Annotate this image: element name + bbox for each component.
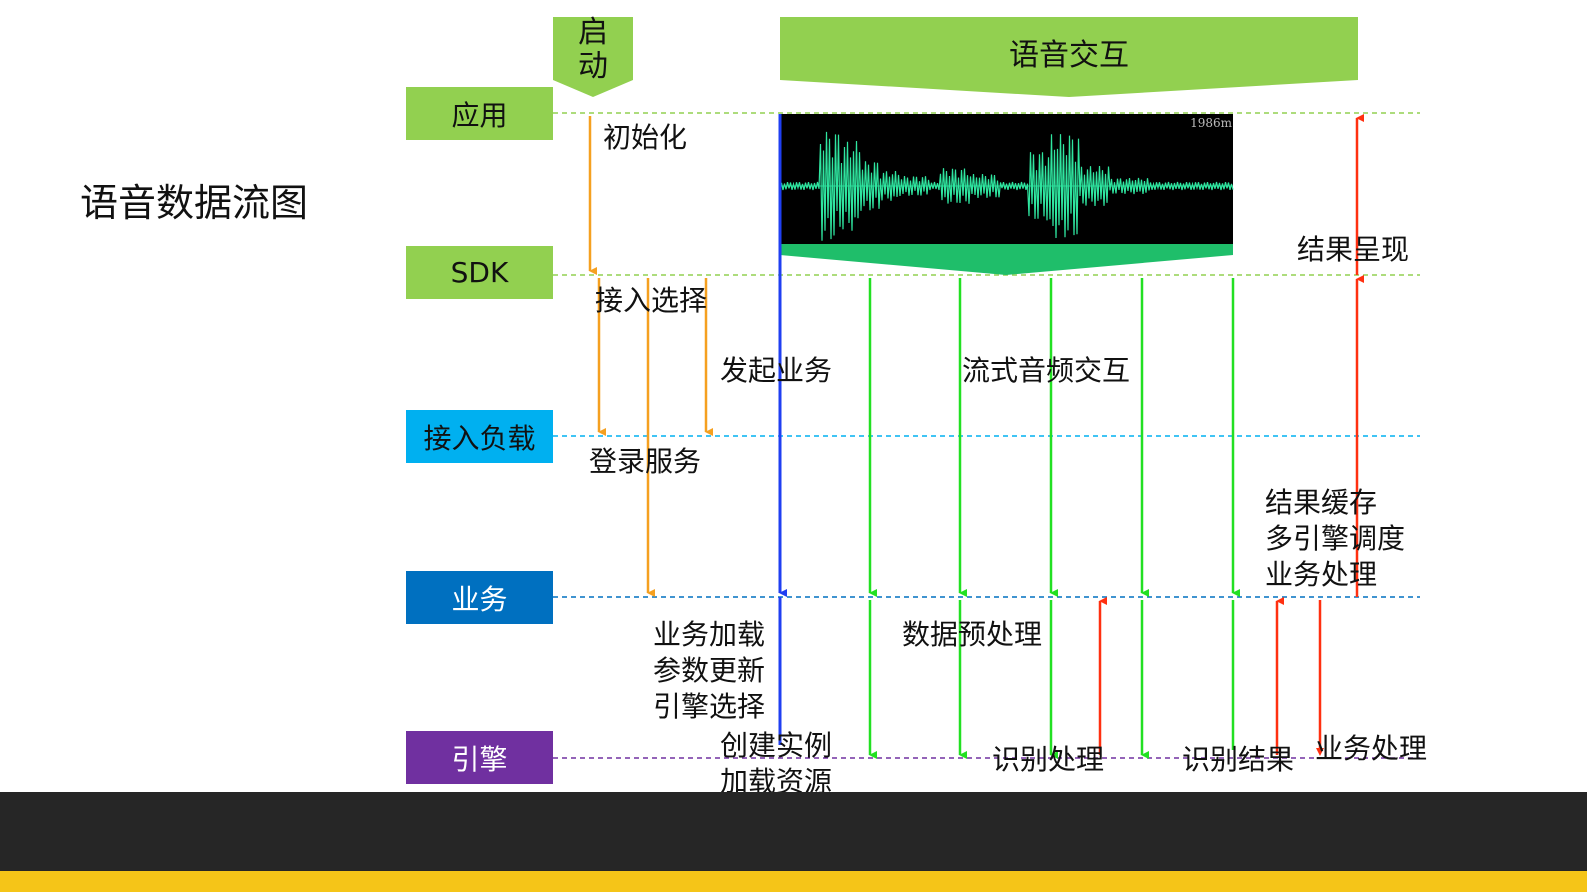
label-business-cache: 结果缓存 多引擎调度 业务处理 xyxy=(1265,486,1406,591)
label-business-process: 业务处理 xyxy=(1315,732,1428,765)
audio-waveform: 1986m xyxy=(779,114,1234,275)
label-business-steps: 业务加载 参数更新 引擎选择 xyxy=(653,618,766,723)
lane-app: 应用 xyxy=(406,87,553,140)
label-start-business: 发起业务 xyxy=(720,354,833,387)
lane-sdk: SDK xyxy=(406,246,553,299)
phase-startup-label: 启 动 xyxy=(553,16,633,84)
label-recognize: 识别处理 xyxy=(992,743,1105,776)
diagram-title: 语音数据流图 xyxy=(80,181,309,225)
phase-voice-label: 语音交互 xyxy=(1009,38,1129,73)
lane-access: 接入负载 xyxy=(406,410,553,463)
label-access-select: 接入选择 xyxy=(595,284,708,317)
phase-startup-shape xyxy=(553,17,633,97)
label-recognize-result: 识别结果 xyxy=(1182,743,1295,776)
label-init: 初始化 xyxy=(603,121,688,154)
phase-startup-line1: 启 xyxy=(578,15,608,50)
label-login: 登录服务 xyxy=(589,445,702,478)
waveform-label: 1986m xyxy=(1190,116,1233,130)
label-data-preprocess: 数据预处理 xyxy=(902,618,1043,651)
label-result-show: 结果呈现 xyxy=(1297,233,1410,266)
label-stream-audio: 流式音频交互 xyxy=(962,354,1131,387)
footer-band-yellow xyxy=(0,871,1587,892)
lane-engine: 引擎 xyxy=(406,731,553,784)
phase-voice-shape xyxy=(780,17,1358,97)
waveform-trapezoid xyxy=(780,244,1233,275)
phase-startup-line2: 动 xyxy=(578,49,608,84)
footer-band-dark xyxy=(0,792,1587,871)
arrow-business-to-engine-head xyxy=(1316,748,1324,756)
lane-business: 业务 xyxy=(406,571,553,624)
label-create-instance: 创建实例 加载资源 xyxy=(720,729,833,798)
